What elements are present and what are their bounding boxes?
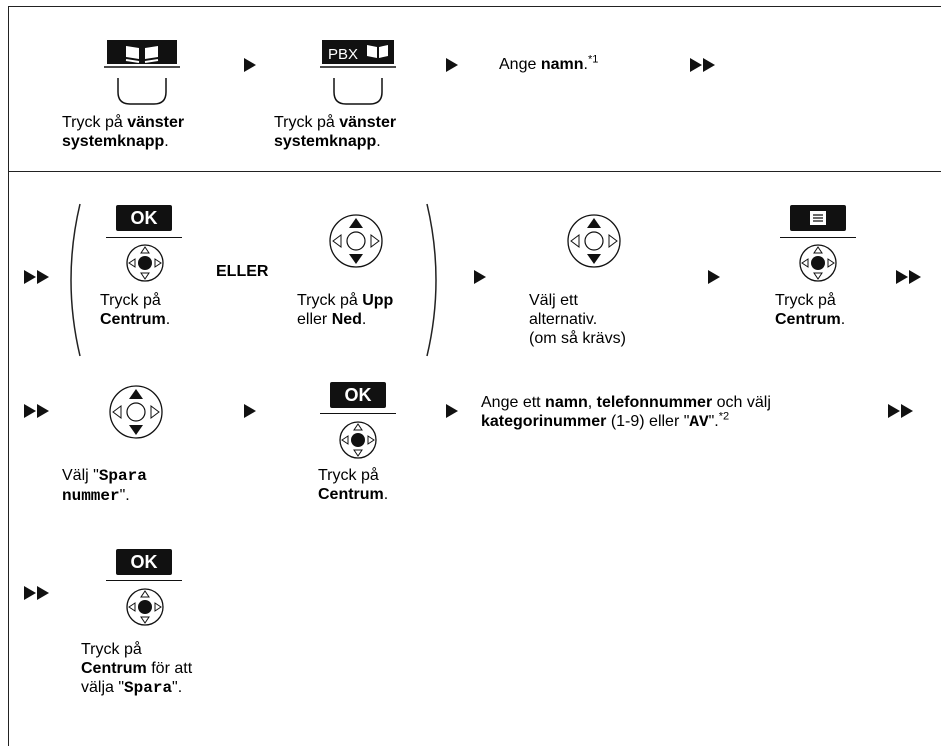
continue-arrow-icon [896,270,924,284]
arrow-icon [446,404,458,418]
press-center-caption: Tryck på Centrum. [100,292,171,328]
or-label: ELLER [216,263,269,280]
press-center-caption: Tryck på Centrum. [775,292,846,328]
navigator-up-down-icon [567,214,621,268]
left-soft-key-pbx-phonebook-icon: PBX [320,40,396,105]
navigator-center-icon [126,588,164,626]
ok-button-icon: OK [116,205,172,231]
right-parenthesis [426,203,437,357]
divider-line [9,171,941,172]
select-option-caption: Välj ett alternativ. (om så krävs) [529,292,626,347]
continue-arrow-icon [24,404,52,418]
step2-caption: Tryck på vänster systemknapp. [274,114,397,150]
left-soft-key-phonebook-icon [104,40,180,105]
menu-soft-key-icon [790,205,846,231]
frame-border [8,6,941,746]
arrow-icon [244,58,256,72]
navigator-center-icon [126,244,164,282]
step1-caption: Tryck på vänster systemknapp. [62,114,185,150]
enter-details-instruction: Ange ett namn, telefonnummer och välj ka… [481,394,771,431]
continue-arrow-icon [24,586,52,600]
navigator-up-down-icon [329,214,383,268]
navigator-center-icon [799,244,837,282]
pbx-key-label: PBX [328,46,358,63]
press-center-caption: Tryck på Centrum. [318,467,389,503]
arrow-icon [446,58,458,72]
continue-arrow-icon [24,270,52,284]
arrow-icon [474,270,486,284]
enter-name-instruction: Ange namn.*1 [499,53,599,73]
continue-arrow-icon [888,404,916,418]
select-save-number-caption: Välj "Spara nummer". [62,467,147,505]
press-center-save-caption: Tryck på Centrum för att välja "Spara". [81,641,193,697]
ok-button-icon: OK [116,549,172,575]
navigator-up-down-icon [109,385,163,439]
arrow-icon [244,404,256,418]
press-up-down-caption: Tryck på Upp eller Ned. [297,292,394,328]
navigator-center-icon [339,421,377,459]
continue-arrow-icon [690,58,718,72]
left-parenthesis [70,203,81,357]
arrow-icon [708,270,720,284]
ok-button-icon: OK [330,382,386,408]
